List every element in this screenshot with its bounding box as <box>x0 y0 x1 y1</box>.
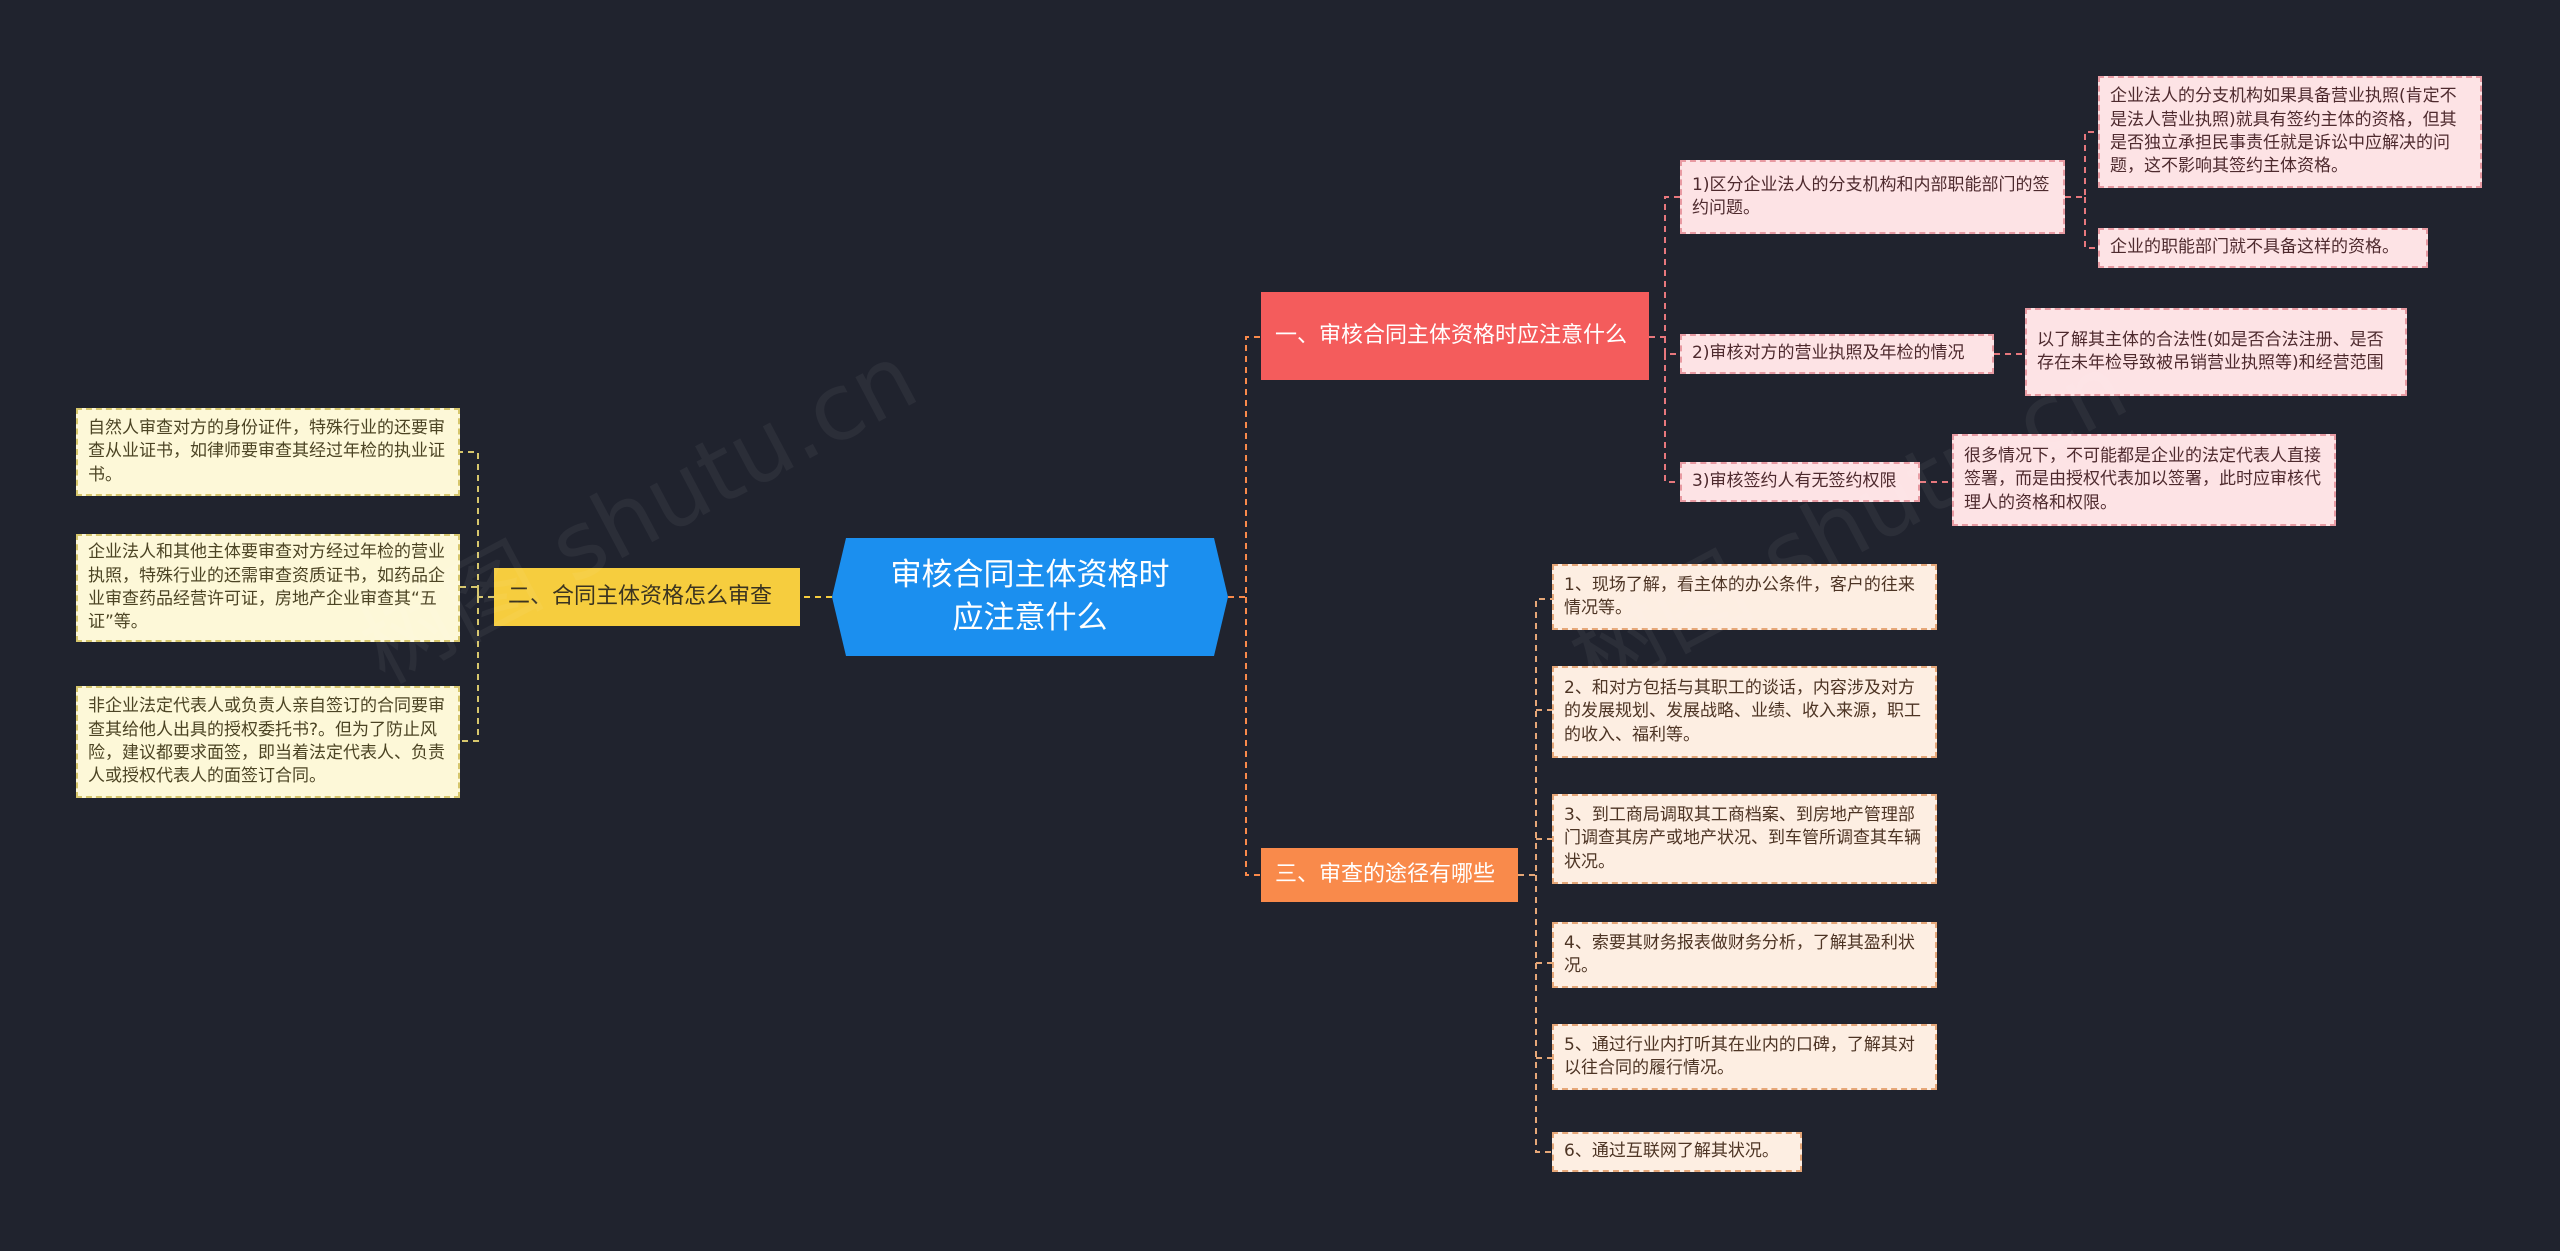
branch-1-item-2-detail-1[interactable]: 以了解其主体的合法性(如是否合法注册、是否存在未年检导致被吊销营业执照等)和经营… <box>2025 308 2407 396</box>
branch-1-topic[interactable]: 一、审核合同主体资格时应注意什么 <box>1261 292 1649 380</box>
branch-1-item-1-detail-1[interactable]: 企业法人的分支机构如果具备营业执照(肯定不是法人营业执照)就具有签约主体的资格，… <box>2098 76 2482 188</box>
branch-1-label: 一、审核合同主体资格时应注意什么 <box>1275 322 1628 348</box>
branch-3-item-4[interactable]: 4、索要其财务报表做财务分析，了解其盈利状况。 <box>1552 922 1937 988</box>
branch-3-item-1-text: 1、现场了解，看主体的办公条件，客户的往来情况等。 <box>1564 574 1915 618</box>
branch-3-item-3-text: 3、到工商局调取其工商档案、到房地产管理部门调查其房产或地产状况、到车管所调查其… <box>1564 804 1921 872</box>
branch-1-item-1-detail-1-text: 企业法人的分支机构如果具备营业执照(肯定不是法人营业执照)就具有签约主体的资格，… <box>2110 86 2457 177</box>
branch-1-item-1[interactable]: 1)区分企业法人的分支机构和内部职能部门的签约问题。 <box>1680 160 2065 234</box>
center-topic[interactable]: 审核合同主体资格时应注意什么 <box>832 538 1228 656</box>
branch-1-item-1-detail-2[interactable]: 企业的职能部门就不具备这样的资格。 <box>2098 228 2428 268</box>
center-topic-label: 审核合同主体资格时应注意什么 <box>890 557 1170 636</box>
branch-3-item-6-text: 6、通过互联网了解其状况。 <box>1564 1141 1779 1162</box>
branch-1-item-1-label: 1)区分企业法人的分支机构和内部职能部门的签约问题。 <box>1692 174 2050 218</box>
branch-3-item-2[interactable]: 2、和对方包括与其职工的谈话，内容涉及对方的发展规划、发展战略、业绩、收入来源，… <box>1552 666 1937 758</box>
branch-3-item-1[interactable]: 1、现场了解，看主体的办公条件，客户的往来情况等。 <box>1552 564 1937 630</box>
branch-3-label: 三、审查的途径有哪些 <box>1275 861 1496 887</box>
branch-1-item-2[interactable]: 2)审核对方的营业执照及年检的情况 <box>1680 334 1994 374</box>
branch-2-item-2[interactable]: 企业法人和其他主体要审查对方经过年检的营业执照，特殊行业的还需审查资质证书，如药… <box>76 534 460 642</box>
branch-3-item-3[interactable]: 3、到工商局调取其工商档案、到房地产管理部门调查其房产或地产状况、到车管所调查其… <box>1552 794 1937 884</box>
branch-2-item-3[interactable]: 非企业法定代表人或负责人亲自签订的合同要审查其给他人出具的授权委托书?。但为了防… <box>76 686 460 798</box>
branch-3-item-5-text: 5、通过行业内打听其在业内的口碑，了解其对以往合同的履行情况。 <box>1564 1034 1915 1078</box>
branch-3-item-5[interactable]: 5、通过行业内打听其在业内的口碑，了解其对以往合同的履行情况。 <box>1552 1024 1937 1090</box>
branch-3-item-2-text: 2、和对方包括与其职工的谈话，内容涉及对方的发展规划、发展战略、业绩、收入来源，… <box>1564 677 1921 745</box>
branch-2-item-2-text: 企业法人和其他主体要审查对方经过年检的营业执照，特殊行业的还需审查资质证书，如药… <box>88 542 445 633</box>
branch-2-item-1-text: 自然人审查对方的身份证件，特殊行业的还要审查从业证书，如律师要审查其经过年检的执… <box>88 417 445 485</box>
branch-1-item-2-label: 2)审核对方的营业执照及年检的情况 <box>1692 343 1965 364</box>
branch-3-item-4-text: 4、索要其财务报表做财务分析，了解其盈利状况。 <box>1564 932 1915 976</box>
branch-2-label: 二、合同主体资格怎么审查 <box>508 583 773 609</box>
branch-2-topic[interactable]: 二、合同主体资格怎么审查 <box>494 568 800 626</box>
branch-2-item-3-text: 非企业法定代表人或负责人亲自签订的合同要审查其给他人出具的授权委托书?。但为了防… <box>88 696 445 787</box>
branch-1-item-3[interactable]: 3)审核签约人有无签约权限 <box>1680 462 1920 502</box>
branch-1-item-2-detail-1-text: 以了解其主体的合法性(如是否合法注册、是否存在未年检导致被吊销营业执照等)和经营… <box>2037 329 2384 373</box>
branch-1-item-3-detail-1-text: 很多情况下，不可能都是企业的法定代表人直接签署，而是由授权代表加以签署，此时应审… <box>1964 445 2321 513</box>
branch-3-topic[interactable]: 三、审查的途径有哪些 <box>1261 848 1518 902</box>
branch-1-item-3-detail-1[interactable]: 很多情况下，不可能都是企业的法定代表人直接签署，而是由授权代表加以签署，此时应审… <box>1952 434 2336 526</box>
branch-1-item-1-detail-2-text: 企业的职能部门就不具备这样的资格。 <box>2110 237 2399 258</box>
branch-2-item-1[interactable]: 自然人审查对方的身份证件，特殊行业的还要审查从业证书，如律师要审查其经过年检的执… <box>76 408 460 496</box>
branch-1-item-3-label: 3)审核签约人有无签约权限 <box>1692 471 1897 492</box>
branch-3-item-6[interactable]: 6、通过互联网了解其状况。 <box>1552 1132 1802 1172</box>
